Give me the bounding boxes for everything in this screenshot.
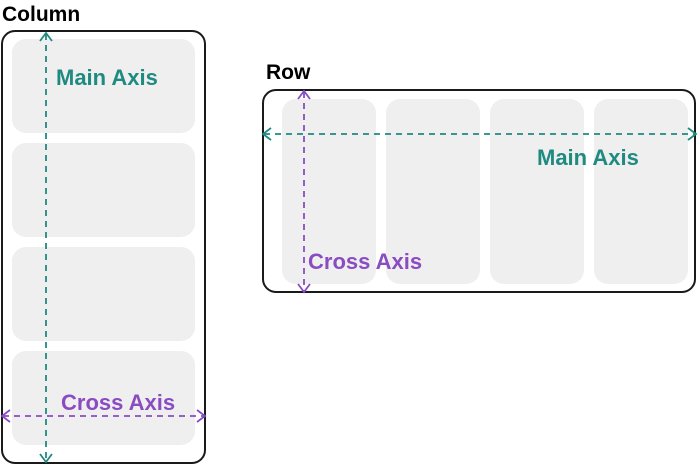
row-child-2 [386, 99, 480, 284]
row-cross-axis-label: Cross Axis [308, 249, 423, 274]
column-main-axis-label: Main Axis [56, 65, 158, 90]
row-main-axis-label: Main Axis [537, 145, 639, 170]
column-child-1 [12, 39, 195, 133]
row-child-1 [282, 99, 376, 284]
column-child-2 [12, 143, 195, 237]
column-child-3 [12, 247, 195, 341]
column-child-4 [12, 351, 195, 445]
column-title: Column [2, 3, 81, 26]
row-child-4 [594, 99, 688, 284]
column-container [1, 30, 206, 464]
row-container [262, 89, 696, 293]
row-child-3 [490, 99, 584, 284]
column-cross-axis-label: Cross Axis [61, 390, 176, 415]
row-title: Row [266, 61, 311, 84]
